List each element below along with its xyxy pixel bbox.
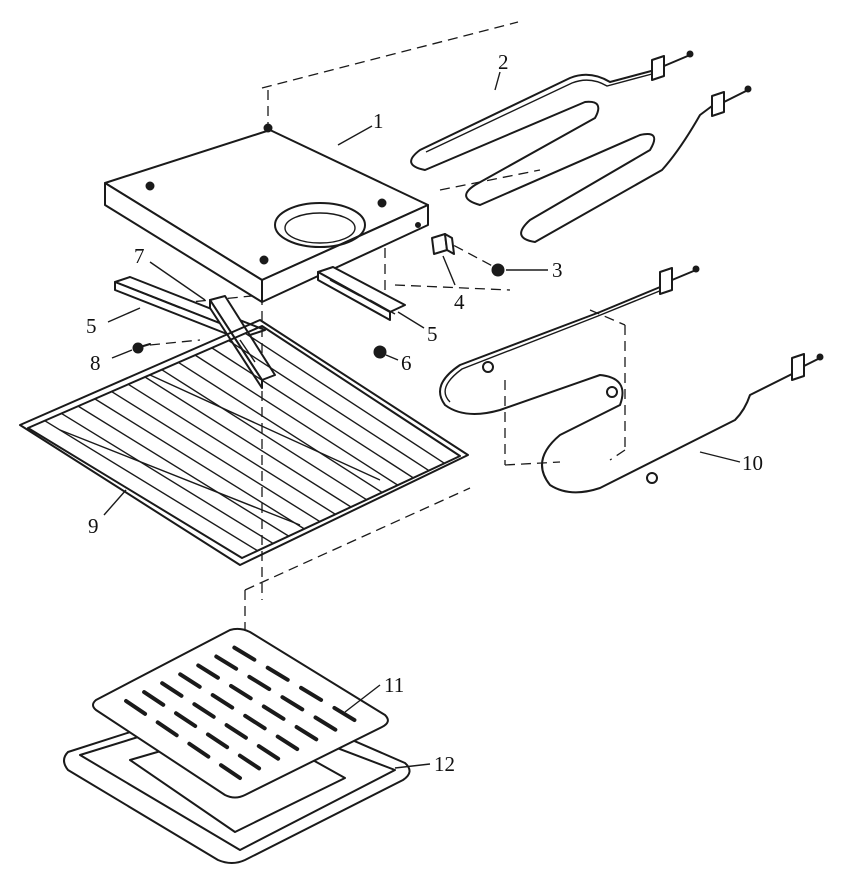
callout-7: 7 bbox=[134, 244, 145, 268]
callout-6: 6 bbox=[401, 351, 412, 375]
part-5-bracket-right bbox=[317, 266, 406, 321]
callout-10: 10 bbox=[742, 451, 763, 475]
rack-wire bbox=[77, 405, 290, 537]
part-6-screw bbox=[373, 345, 387, 359]
rack-wire bbox=[211, 347, 414, 479]
grid-slot bbox=[232, 645, 257, 662]
grid-slot bbox=[280, 695, 305, 712]
rack-wire bbox=[44, 420, 258, 552]
grid-slot bbox=[243, 713, 267, 731]
grid-slot bbox=[178, 672, 202, 689]
grid-slot bbox=[214, 654, 239, 671]
callout-12: 12 bbox=[434, 752, 455, 776]
leader-lines bbox=[103, 71, 741, 769]
part-8-screw bbox=[132, 342, 151, 354]
part-11-broiler-pan-grid bbox=[92, 627, 389, 799]
rack-wire bbox=[244, 332, 445, 464]
callout-11: 11 bbox=[384, 673, 404, 697]
grid-slot bbox=[142, 690, 166, 707]
grid-slot bbox=[299, 685, 324, 702]
part-3-screw bbox=[491, 263, 505, 277]
grid-slot bbox=[155, 720, 179, 738]
rack-wire bbox=[111, 390, 321, 523]
callout-1: 1 bbox=[373, 109, 384, 133]
grid-slot bbox=[210, 693, 235, 710]
grid-slot bbox=[265, 665, 290, 682]
grid-slot bbox=[174, 711, 198, 728]
grid-slot bbox=[237, 753, 262, 771]
rack-wire bbox=[161, 369, 367, 501]
rack-wire bbox=[94, 398, 305, 530]
grid-slot bbox=[294, 725, 319, 742]
part-4-terminal-bracket bbox=[431, 233, 455, 255]
part-9-oven-rack bbox=[19, 319, 469, 566]
part-10-bake-element bbox=[439, 265, 824, 494]
grid-slot bbox=[256, 744, 281, 761]
grid-slot bbox=[124, 698, 148, 716]
callout-4: 4 bbox=[454, 290, 465, 314]
callout-5-right: 5 bbox=[427, 322, 438, 346]
grid-slot bbox=[229, 683, 253, 701]
grid-slot bbox=[192, 702, 216, 719]
callout-3: 3 bbox=[552, 258, 563, 282]
grid-slot bbox=[196, 663, 220, 680]
rack-wire bbox=[61, 412, 274, 545]
callout-5-left: 5 bbox=[86, 314, 97, 338]
grid-slot bbox=[261, 704, 286, 721]
rack-wire bbox=[144, 376, 352, 508]
grid-slot bbox=[313, 715, 338, 732]
callout-2: 2 bbox=[498, 50, 509, 74]
callout-labels: 1 2 3 4 5 5 6 7 8 9 10 11 12 bbox=[86, 50, 763, 776]
rack-wire bbox=[127, 383, 336, 515]
part-2-broil-element bbox=[410, 50, 752, 243]
rack-wire bbox=[228, 339, 430, 472]
grid-slot bbox=[275, 734, 300, 752]
part-1-cover-plate bbox=[104, 123, 429, 303]
rack-wire bbox=[194, 354, 399, 486]
grid-slot bbox=[332, 705, 357, 723]
callout-9: 9 bbox=[88, 514, 99, 538]
rack-wire bbox=[178, 361, 383, 494]
grid-slot bbox=[187, 741, 211, 759]
grid-slot bbox=[224, 723, 248, 740]
grid-slot bbox=[160, 681, 184, 698]
grid-slot bbox=[218, 763, 242, 781]
grid-slot bbox=[205, 732, 230, 750]
callout-8: 8 bbox=[90, 351, 101, 375]
part-7-support-bar bbox=[209, 295, 276, 389]
grid-slot bbox=[247, 674, 272, 692]
